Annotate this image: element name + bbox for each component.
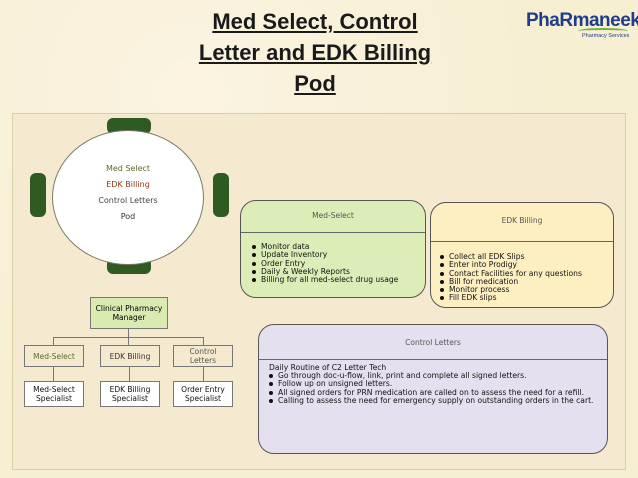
chair-right-icon: [213, 173, 229, 217]
control-letters-box-title: Control Letters: [405, 338, 461, 347]
list-item: Bill for medication: [440, 277, 612, 286]
logo-tagline: Pharmacy Services: [582, 33, 630, 39]
title-line-3: Pod: [294, 71, 336, 96]
edk-billing-box: EDK Billing Collect all EDK Slips Enter …: [430, 202, 614, 308]
connector: [203, 337, 204, 345]
page-title: Med Select, Control Letter and EDK Billi…: [150, 6, 480, 99]
divider: [241, 232, 425, 233]
table-label-med-select: Med Select: [105, 164, 151, 173]
logo-swoosh-icon: [578, 28, 628, 34]
list-item: Follow up on unsigned letters.: [269, 379, 599, 388]
table-label-pod: Pod: [120, 212, 136, 221]
org-node-manager: Clinical Pharmacy Manager: [90, 297, 168, 329]
org-node-edk-billing-specialist: EDK Billing Specialist: [100, 381, 160, 407]
round-table: Med Select EDK Billing Control Letters P…: [52, 130, 204, 265]
connector: [129, 367, 130, 381]
list-item: Order Entry: [252, 259, 424, 268]
list-item: All signed orders for PRN medication are…: [269, 388, 599, 397]
control-letters-task-list: Go through doc-u-flow, link, print and c…: [269, 371, 599, 405]
med-select-box: Med-Select Monitor data Update Inventory…: [240, 200, 426, 298]
title-line-2: Letter and EDK Billing: [198, 40, 432, 65]
org-node-control-letters: Control Letters: [173, 345, 233, 367]
org-node-med-select-specialist: Med-Select Specialist: [24, 381, 84, 407]
org-node-med-select: Med-Select: [24, 345, 84, 367]
control-letters-box: Control Letters Daily Routine of C2 Lett…: [258, 324, 608, 454]
list-item: Update Inventory: [252, 250, 424, 259]
edk-billing-box-title: EDK Billing: [501, 216, 543, 225]
med-select-box-title: Med-Select: [312, 211, 354, 220]
chair-left-icon: [30, 173, 46, 217]
list-item: Enter into Prodigy: [440, 260, 612, 269]
list-item: Billing for all med-select drug usage: [252, 275, 424, 284]
edk-billing-task-list: Collect all EDK Slips Enter into Prodigy…: [440, 252, 612, 303]
connector: [128, 337, 129, 345]
title-line-1: Med Select, Control: [212, 9, 418, 34]
logo-name: PhaRmaneek: [526, 10, 638, 31]
table-label-control-letters: Control Letters: [98, 196, 158, 205]
list-item: Monitor data: [252, 242, 424, 251]
connector: [203, 367, 204, 381]
list-item: Fill EDK slips: [440, 294, 612, 302]
divider: [431, 241, 613, 242]
list-item: Contact Facilities for any questions: [440, 269, 612, 278]
connector: [53, 367, 54, 381]
control-letters-intro: Daily Routine of C2 Letter Tech: [269, 363, 387, 372]
list-item: Daily & Weekly Reports: [252, 267, 424, 276]
connector: [128, 329, 129, 337]
med-select-task-list: Monitor data Update Inventory Order Entr…: [252, 242, 424, 284]
list-item: Go through doc-u-flow, link, print and c…: [269, 371, 599, 380]
org-node-edk-billing: EDK Billing: [100, 345, 160, 367]
org-node-order-entry-specialist: Order Entry Specialist: [173, 381, 233, 407]
list-item: Calling to assess the need for emergency…: [269, 396, 599, 405]
divider: [259, 359, 607, 360]
connector: [53, 337, 54, 345]
list-item: Collect all EDK Slips: [440, 252, 612, 261]
table-label-edk-billing: EDK Billing: [106, 180, 150, 189]
list-item: Monitor process: [440, 285, 612, 294]
company-logo: PhaRmaneek Pharmacy Services: [522, 6, 638, 44]
